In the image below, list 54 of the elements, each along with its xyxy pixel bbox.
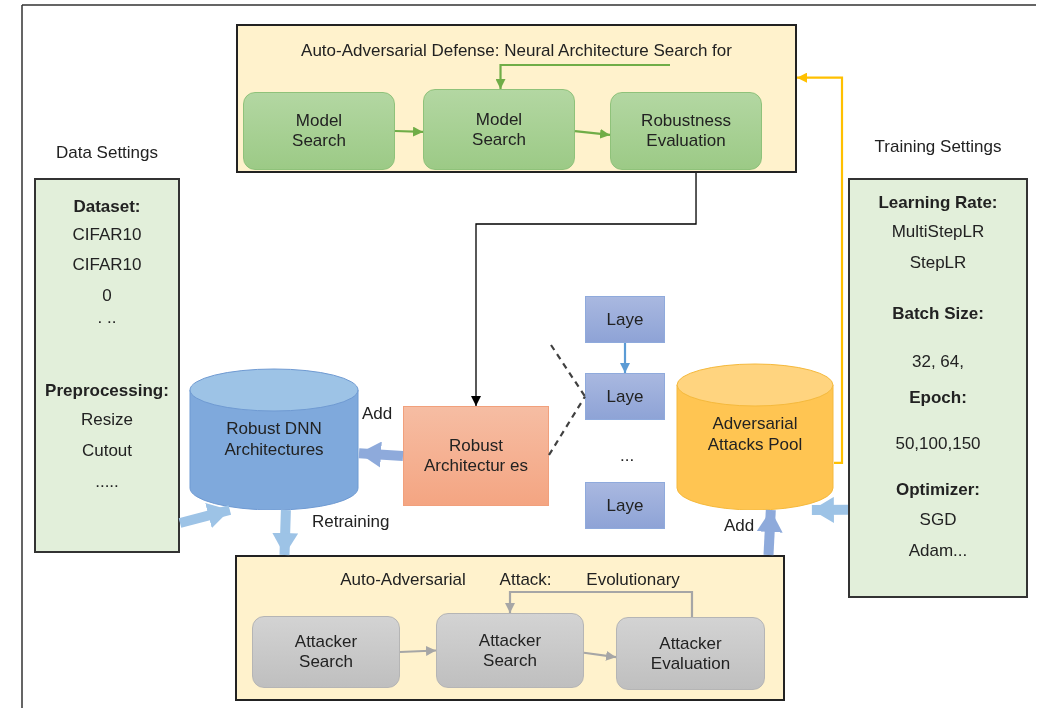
settings-value: Resize	[80, 409, 134, 431]
settings-heading: Epoch:	[908, 387, 968, 409]
cylinder-label: Robust DNN Architectures	[223, 418, 325, 461]
process-box: Attacker Search	[436, 613, 584, 688]
settings-value: CIFAR10	[71, 224, 143, 246]
arrow	[620, 343, 630, 373]
process-box: Robust Architectur es	[403, 406, 549, 506]
cylinder-label: Adversarial Attacks Pool	[706, 413, 804, 456]
settings-heading: Optimizer:	[894, 479, 982, 501]
thick-arrow	[178, 503, 232, 529]
edge-label: Retraining	[310, 512, 392, 532]
layer-box: Laye	[585, 373, 665, 420]
thick-arrow	[358, 441, 404, 468]
settings-value: Adam...	[907, 540, 969, 562]
dashed-line	[548, 395, 586, 456]
panel-heading: Training Settings	[873, 136, 1003, 158]
attack-panel	[235, 555, 785, 701]
settings-heading: Dataset:	[72, 196, 142, 218]
settings-value: StepLR	[908, 252, 968, 274]
settings-heading: Learning Rate:	[877, 192, 999, 214]
defense-panel	[236, 24, 797, 173]
settings-heading: Preprocessing:	[44, 380, 170, 402]
settings-value: CIFAR10	[71, 254, 143, 276]
process-box: Model Search	[243, 92, 395, 170]
settings-value: . ..	[96, 307, 118, 329]
panel-title: Auto-Adversarial Attack: Evolutionary	[339, 569, 681, 591]
panel-title: Auto-Adversarial Defense: Neural Architecture Search for	[300, 40, 733, 62]
arrow	[394, 126, 424, 137]
settings-value: MultiStepLR	[890, 221, 986, 243]
thick-arrow	[811, 496, 849, 523]
settings-value: Cutout	[80, 440, 134, 462]
arrow	[505, 590, 694, 617]
thick-arrow	[756, 509, 783, 556]
settings-value: 32, 64,	[911, 351, 965, 373]
arrow	[399, 645, 437, 656]
thick-arrow	[272, 509, 299, 556]
panel-heading: Data Settings	[54, 142, 160, 164]
settings-value: 50,100,150	[894, 433, 982, 455]
ellipsis-label: ...	[619, 446, 636, 466]
process-box: Model Search	[423, 89, 575, 170]
layer-box: Laye	[585, 482, 665, 529]
arrow	[797, 72, 844, 465]
settings-heading: Batch Size:	[891, 303, 985, 325]
process-box: Attacker Search	[252, 616, 400, 688]
settings-value: SGD	[918, 509, 958, 531]
process-box: Attacker Evaluation	[616, 617, 765, 690]
arrow	[471, 172, 697, 407]
arrow	[495, 63, 670, 89]
settings-value: .....	[94, 471, 120, 493]
arrow	[574, 128, 611, 139]
arrow	[583, 650, 617, 661]
layer-box: Laye	[585, 296, 665, 343]
process-box: Robustness Evaluation	[610, 92, 762, 170]
settings-value: 0	[101, 285, 113, 307]
